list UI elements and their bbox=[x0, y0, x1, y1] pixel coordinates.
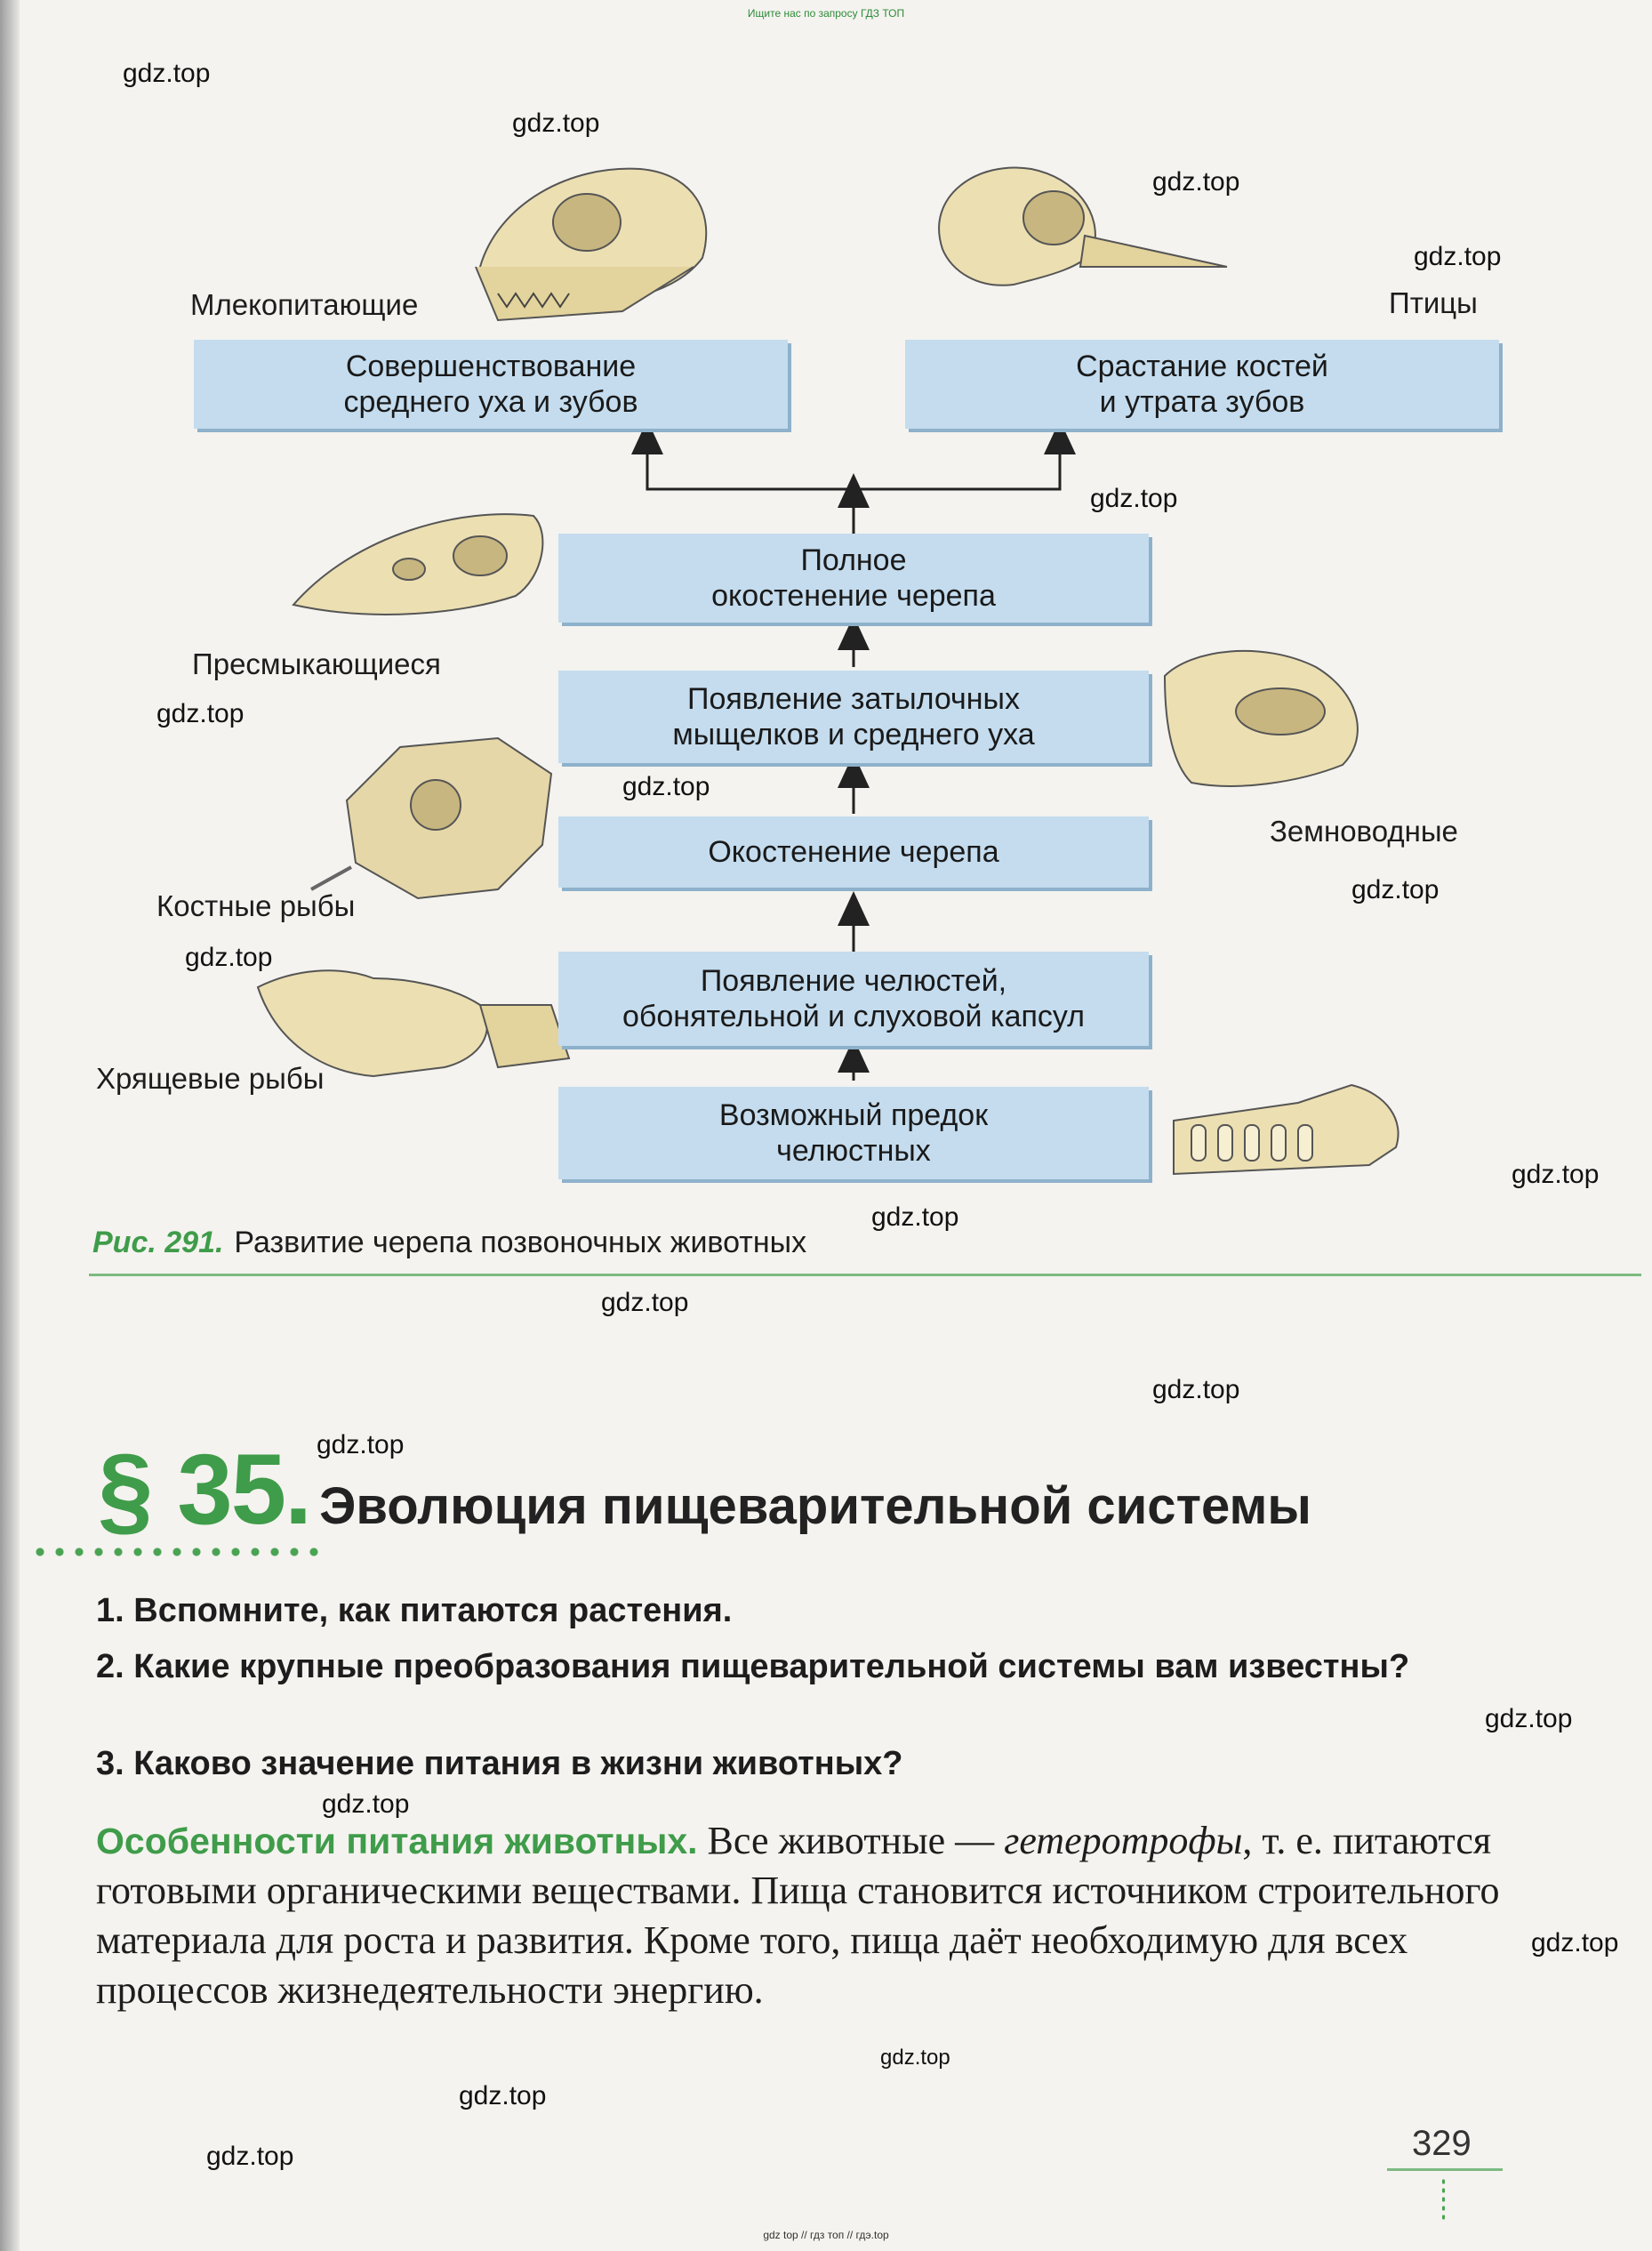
dotted-divider bbox=[30, 1548, 324, 1556]
label-birds: Птицы bbox=[1389, 286, 1478, 319]
label-reptiles: Пресмыкающиеся bbox=[192, 647, 441, 680]
watermark: gdz.top bbox=[1152, 1375, 1240, 1404]
ancestor-skull-illustration bbox=[1173, 1083, 1399, 1176]
caption-divider bbox=[89, 1274, 1641, 1276]
box-mammal-ear-teeth: Совершенствование среднего уха и зубов bbox=[194, 340, 788, 429]
page-number: 329 bbox=[1412, 2124, 1472, 2163]
watermark: gdz.top bbox=[1512, 1160, 1600, 1189]
watermark: gdz.top bbox=[1152, 167, 1240, 197]
watermark: gdz.top bbox=[1090, 484, 1178, 513]
label-amphibians: Земноводные bbox=[1270, 815, 1458, 848]
label-bony-fish: Костные рыбы bbox=[156, 889, 356, 922]
section-heading: § 35. Эволюция пищеварительной системы bbox=[98, 1432, 1311, 1547]
watermark: gdz.top bbox=[459, 2081, 547, 2110]
watermark: gdz.top bbox=[622, 772, 710, 801]
bird-skull-illustration bbox=[938, 166, 1228, 286]
watermark: gdz.top bbox=[156, 699, 245, 728]
page-edge-shadow bbox=[0, 0, 20, 2251]
cartilaginous-fish-skull-illustration bbox=[256, 969, 571, 1078]
paragraph-text-2: , т. е. питаются готовыми органическими … bbox=[96, 1819, 1500, 2012]
question-2: 2. Какие крупные преобразования пищевари… bbox=[96, 1648, 1410, 1685]
box-occipital-condyles: Появление затылочных мыщелков и среднего… bbox=[558, 671, 1149, 763]
box-jaws-capsules: Появление челюстей, обонятельной и слухо… bbox=[558, 952, 1149, 1046]
footer-note: gdz top // гдз топ // гдэ.top bbox=[763, 2229, 889, 2241]
watermark: gdz.top bbox=[322, 1789, 410, 1819]
label-cartilaginous-fish: Хрящевые рыбы bbox=[96, 1062, 325, 1095]
watermark: gdz.top bbox=[880, 2046, 950, 2070]
reptile-skull-illustration bbox=[292, 513, 544, 615]
page-number-dots bbox=[1442, 2177, 1445, 2222]
watermark: gdz.top bbox=[512, 109, 600, 138]
mammal-skull-illustration bbox=[475, 167, 708, 322]
question-1: 1. Вспомните, как питаются растения. bbox=[96, 1592, 733, 1629]
paragraph-lead: Особенности питания животных. bbox=[96, 1821, 698, 1861]
watermark: gdz.top bbox=[185, 943, 273, 972]
watermark: gdz.top bbox=[317, 1430, 405, 1459]
term-heterotrophs: гетеротрофы bbox=[1004, 1819, 1243, 1862]
page-number-rule bbox=[1387, 2168, 1503, 2171]
watermark: gdz.top bbox=[871, 1202, 959, 1232]
figure-caption-text: Развитие черепа позвоночных животных bbox=[234, 1226, 807, 1259]
box-jawed-ancestor: Возможный предок челюстных bbox=[558, 1087, 1149, 1179]
header-note: Ищите нас по запросу ГДЗ ТОП bbox=[747, 7, 905, 20]
box-full-ossification: Полное окостенение черепа bbox=[558, 534, 1149, 623]
watermark: gdz.top bbox=[123, 59, 211, 88]
section-number: § 35. bbox=[98, 1434, 312, 1545]
watermark: gdz.top bbox=[1414, 242, 1502, 271]
watermark: gdz.top bbox=[601, 1288, 689, 1317]
paragraph-text-1: Все животные — bbox=[697, 1819, 1005, 1862]
section-title: Эволюция пищеварительной системы bbox=[319, 1477, 1311, 1535]
flow-arrows bbox=[631, 420, 1076, 1081]
watermark: gdz.top bbox=[1351, 875, 1439, 904]
figure-caption: Рис. 291. Развитие черепа позвоночных жив… bbox=[92, 1226, 806, 1260]
figure-number: Рис. 291. bbox=[92, 1226, 224, 1259]
watermark: gdz.top bbox=[206, 2142, 294, 2171]
label-mammals: Млекопитающие bbox=[190, 288, 419, 321]
bony-fish-skull-illustration bbox=[310, 736, 553, 900]
question-3: 3. Каково значение питания в жизни живот… bbox=[96, 1745, 903, 1782]
box-bird-bones-fusion: Срастание костей и утрата зубов bbox=[905, 340, 1499, 429]
amphibian-skull-illustration bbox=[1163, 649, 1359, 787]
watermark: gdz.top bbox=[1531, 1928, 1619, 1958]
watermark: gdz.top bbox=[1485, 1704, 1573, 1733]
body-paragraph: Особенности питания животных. Все животн… bbox=[96, 1816, 1510, 2015]
box-skull-ossification: Окостенение черепа bbox=[558, 816, 1149, 888]
skull-evolution-diagram bbox=[256, 166, 1399, 1176]
